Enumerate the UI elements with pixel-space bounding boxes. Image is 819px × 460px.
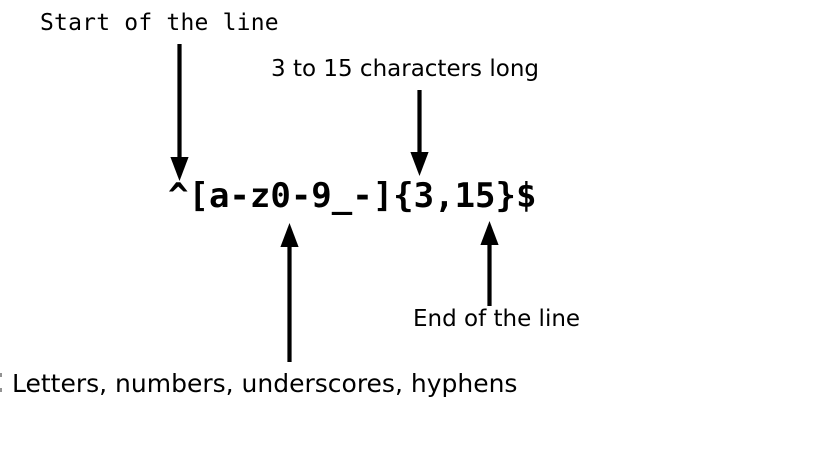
arrow-down-start-of-line — [169, 40, 191, 186]
annotation-label-character-class: Letters, numbers, underscores, hyphens — [12, 369, 518, 398]
arrow-up-character-class — [279, 220, 301, 366]
annotation-label-end-of-line: End of the line — [413, 306, 581, 332]
regex-pattern-text: ^[a-z0-9_-]{3,15}$ — [168, 176, 537, 216]
annotation-label-start-of-line: Start of the line — [40, 10, 279, 36]
arrow-down-length-quantifier — [409, 86, 431, 182]
annotation-label-length: 3 to 15 characters long — [271, 56, 539, 82]
clipped-glyph-edge-mark — [0, 373, 2, 392]
arrow-up-end-of-line — [479, 218, 501, 308]
